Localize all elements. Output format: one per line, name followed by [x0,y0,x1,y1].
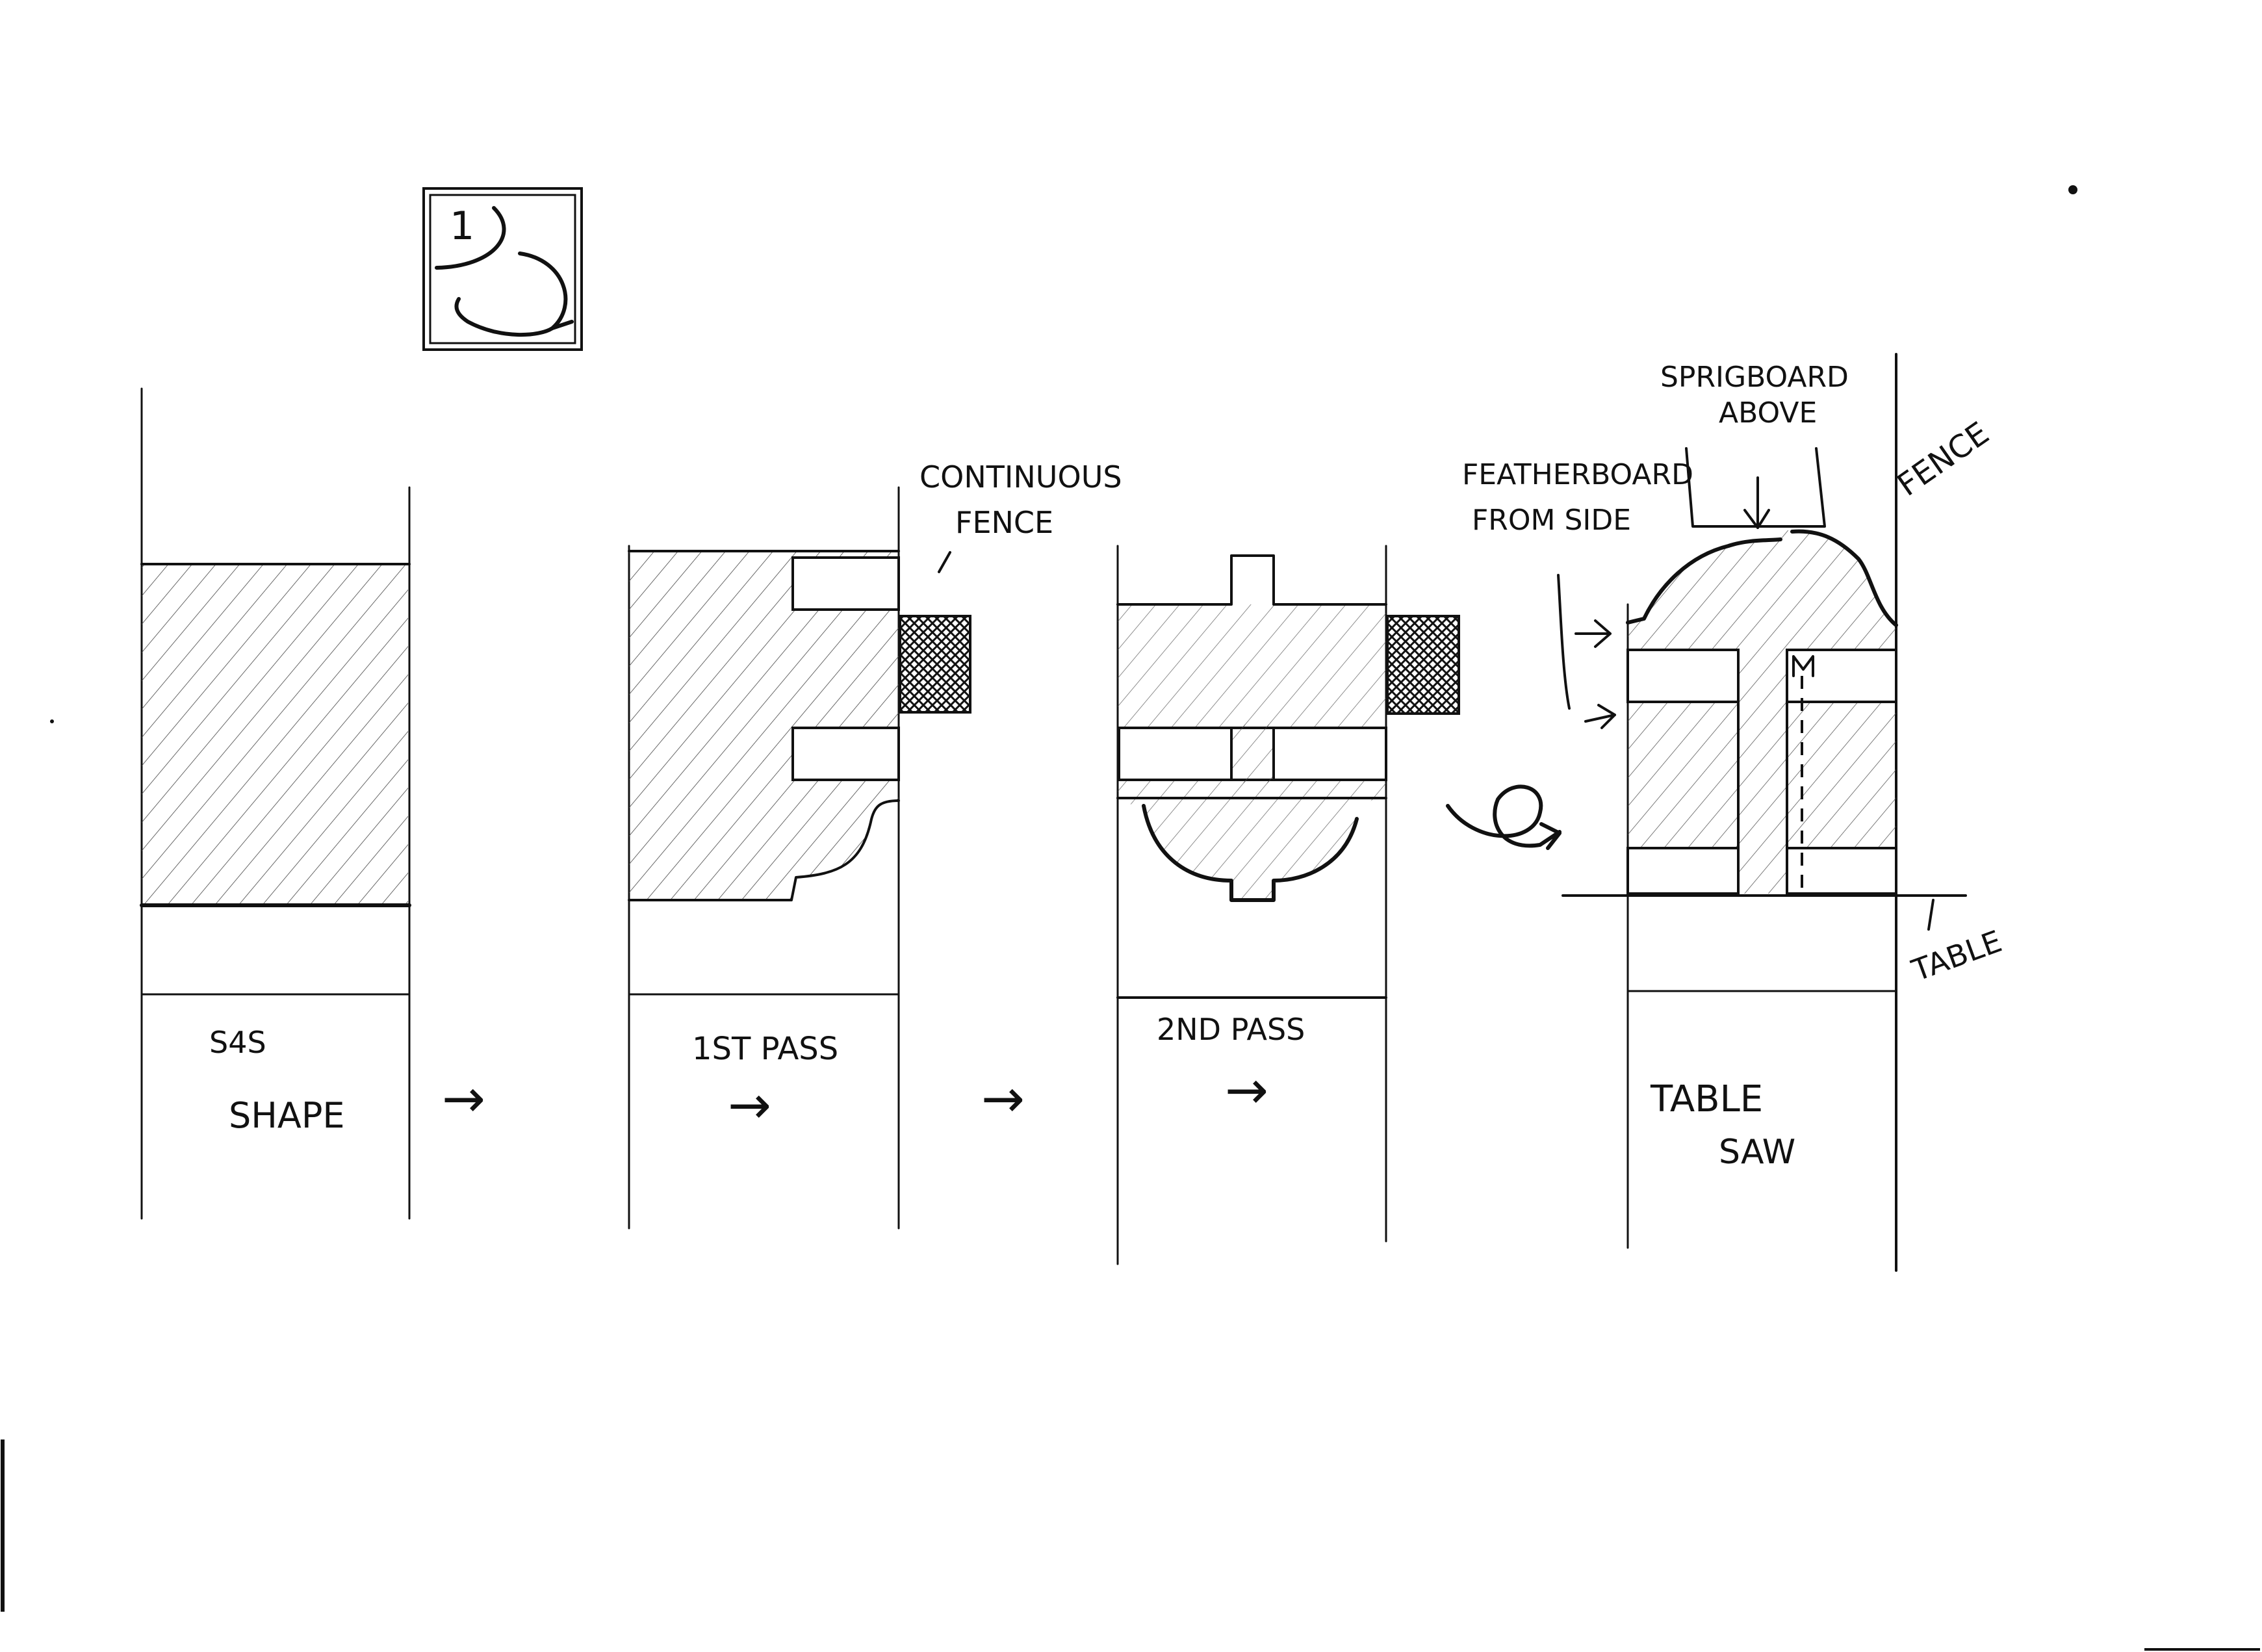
continuous-fence-block-1 [899,615,971,714]
label-fence: FENCE [1891,415,1996,504]
table-saw-workpiece [1626,529,1898,895]
label-s4s: S4S [209,1025,266,1060]
second-pass-slot [1118,725,1387,783]
label-from-side: FROM SIDE [1472,504,1631,537]
stage-table-saw [1557,353,1967,1272]
arrow-1: → [442,1068,485,1129]
label-springboard-above: ABOVE [1719,396,1817,430]
label-fence-note: FENCE [955,505,1053,540]
shop-mark-number: 1 [450,203,474,249]
label-first-pass: 1ST PASS [692,1031,838,1067]
arrow-2: → [728,1075,771,1135]
label-continuous: CONTINUOUS [919,459,1122,495]
rotate-arrow-icon [1446,784,1562,850]
continuous-fence-block-2 [1386,615,1460,715]
label-featherboard: FEATHERBOARD [1462,458,1693,491]
first-pass-profile [628,550,900,901]
label-shape: SHAPE [229,1095,345,1136]
stage-second-pass [1116,545,1460,1265]
scan-speck [2068,185,2077,194]
s4s-blank-stock [140,563,411,907]
label-springboard: SPRIGBOARD [1660,361,1849,394]
label-table-saw-2: SAW [1719,1133,1795,1172]
first-pass-dado-bottom [791,727,900,781]
arrow-3: → [981,1068,1025,1129]
label-table: TABLE [1907,923,2006,988]
label-table-saw-1: TABLE [1650,1078,1763,1120]
stage-first-pass [628,486,971,1230]
label-second-pass: 2ND PASS [1157,1012,1305,1047]
springboard [1685,447,1826,529]
shop-mark: 1 [422,187,583,351]
arrow-4: → [1225,1060,1268,1120]
stage-s4s [140,387,411,1220]
scan-speck [50,719,54,723]
featherboard-arrows [1557,574,1616,729]
first-pass-dado-top [791,556,900,611]
